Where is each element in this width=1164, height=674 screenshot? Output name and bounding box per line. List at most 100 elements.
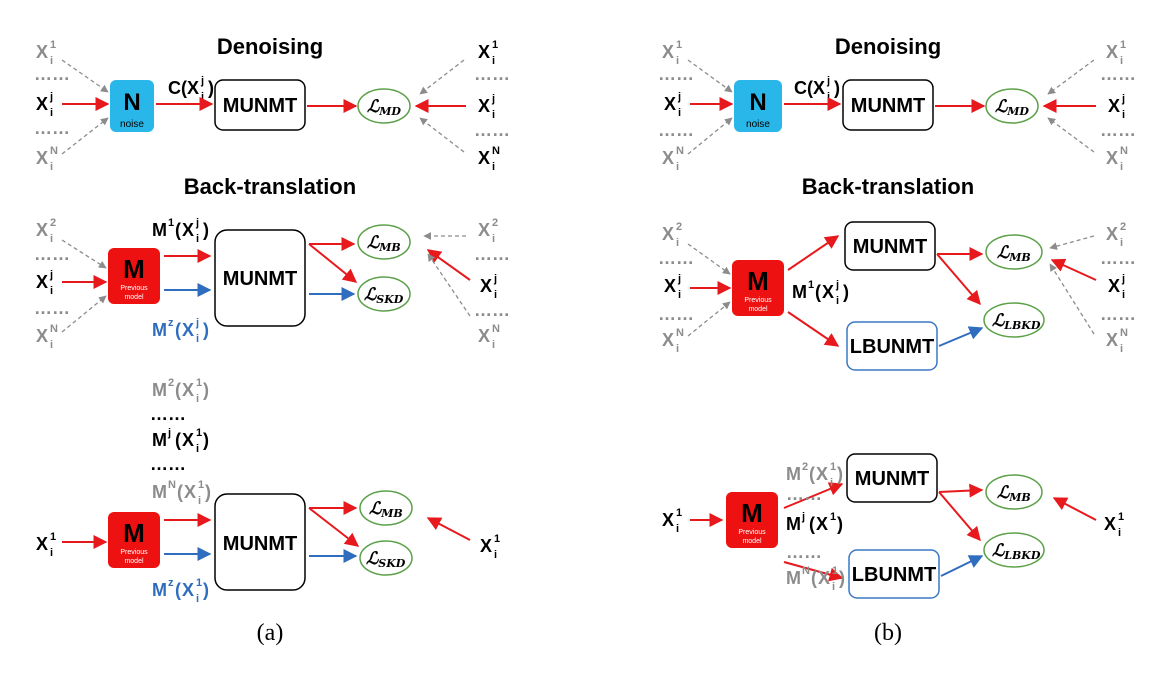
munmt-box-bt-a1: MUNMT <box>214 229 306 327</box>
dots: …… <box>474 64 510 84</box>
svg-text:i: i <box>492 233 495 245</box>
svg-text:C(: C( <box>794 78 813 98</box>
svg-text:MUNMT: MUNMT <box>853 236 927 258</box>
svg-text:(: ( <box>809 464 815 484</box>
model-output-m1-label-a: M 1 ( X j i ) <box>152 217 209 245</box>
denoise-target-x1-b: X 1 i <box>1106 39 1126 67</box>
denoise-target-xn-a: X N i <box>478 145 500 173</box>
arrow-red <box>787 235 840 271</box>
svg-text:1: 1 <box>494 533 500 545</box>
svg-text:X: X <box>1108 96 1120 116</box>
denoise-input-x1-a: X 1 i <box>36 39 56 67</box>
mz-x1-label-a: M z ( X 1 i ) <box>152 577 209 605</box>
svg-text:M: M <box>123 254 145 284</box>
svg-text:X: X <box>478 42 490 62</box>
dots: …… <box>1100 248 1136 268</box>
svg-text:i: i <box>492 339 495 351</box>
previous-model-box-a1: M Previous model <box>108 248 160 304</box>
mj-x1-label-b: M j ( X 1 ) <box>786 511 843 534</box>
svg-text:2: 2 <box>50 217 56 229</box>
svg-text:2: 2 <box>1120 221 1126 233</box>
svg-text:X: X <box>1108 276 1120 296</box>
svg-text:i: i <box>1122 289 1125 301</box>
bottom-input-x1-b: X 1 i <box>662 507 682 535</box>
svg-text:MUNMT: MUNMT <box>855 468 929 490</box>
svg-text:j: j <box>801 511 805 523</box>
back-translation-title-a: Back-translation <box>184 174 356 199</box>
svg-text:M: M <box>152 580 167 600</box>
svg-text:M: M <box>152 380 167 400</box>
arrow-gray <box>61 239 107 269</box>
svg-text:z: z <box>168 577 174 589</box>
panel-a: Denoising X 1 i …… X j i …… X N i N nois… <box>34 34 510 646</box>
mn-x1-label-b: M N ( X 1 i ) <box>786 565 845 593</box>
svg-text:N: N <box>1120 327 1128 339</box>
svg-text:(: ( <box>175 320 181 340</box>
svg-text:ℒSKD: ℒSKD <box>366 549 406 570</box>
arrow-red <box>308 507 360 547</box>
denoise-input-xj-a: X j i <box>36 91 53 119</box>
svg-text:X: X <box>182 320 194 340</box>
svg-text:i: i <box>196 593 199 605</box>
dots: …… <box>658 64 694 84</box>
svg-text:model: model <box>124 294 144 301</box>
m2-x1-label-a: M 2 ( X 1 i ) <box>152 377 209 405</box>
svg-text:1: 1 <box>492 39 498 51</box>
svg-text:ℒMD: ℒMD <box>367 97 401 118</box>
lbunmt-box-b2: LBUNMT <box>848 549 940 599</box>
svg-text:LBUNMT: LBUNMT <box>852 564 936 586</box>
svg-text:N: N <box>50 323 58 335</box>
svg-text:N: N <box>802 565 810 577</box>
denoise-target-xj-b: X j i <box>1108 93 1125 121</box>
arrow-red <box>783 482 844 509</box>
svg-text:i: i <box>492 109 495 121</box>
loss-lbkd-b1: ℒLBKD <box>983 302 1045 338</box>
svg-text:X: X <box>662 42 674 62</box>
svg-text:i: i <box>50 285 53 297</box>
bt-target-xj-a: X j i <box>480 273 497 301</box>
svg-text:M: M <box>792 282 807 302</box>
dots: …… <box>658 248 694 268</box>
svg-text:X: X <box>1104 514 1116 534</box>
arrow-gray <box>687 59 733 93</box>
svg-text:i: i <box>1120 237 1123 249</box>
noise-output-label-a: C( X j i ) <box>168 75 214 103</box>
dots: …… <box>1100 64 1136 84</box>
bt-input-xj-b: X j i <box>664 273 681 301</box>
svg-text:i: i <box>492 161 495 173</box>
arrow-gray <box>419 59 465 95</box>
dots: …… <box>34 118 70 138</box>
bt-input-xj-a: X j i <box>36 269 53 297</box>
svg-text:Previous: Previous <box>120 549 148 556</box>
svg-text:M: M <box>786 514 801 534</box>
dots: …… <box>474 300 510 320</box>
denoise-input-xj-b: X j i <box>664 91 681 119</box>
svg-text:1: 1 <box>196 427 202 439</box>
loss-skd-a2: ℒSKD <box>359 540 413 576</box>
svg-text:2: 2 <box>168 377 174 389</box>
svg-text:C(: C( <box>168 78 187 98</box>
svg-text:X: X <box>478 220 490 240</box>
svg-text:X: X <box>664 94 676 114</box>
svg-text:N: N <box>676 327 684 339</box>
svg-text:MUNMT: MUNMT <box>223 533 297 555</box>
svg-text:1: 1 <box>676 507 682 519</box>
svg-text:1: 1 <box>196 577 202 589</box>
loss-mb-b2: ℒMB <box>985 474 1043 510</box>
svg-text:ℒSKD: ℒSKD <box>364 285 404 306</box>
bottom-target-x1-a: X 1 i <box>480 533 500 561</box>
svg-text:j: j <box>195 217 199 229</box>
svg-text:1: 1 <box>832 565 838 577</box>
svg-text:): ) <box>837 464 843 484</box>
svg-text:i: i <box>198 495 201 507</box>
model-output-mz-label-a: M z ( X j i ) <box>152 317 209 345</box>
svg-text:X: X <box>818 568 830 588</box>
svg-text:noise: noise <box>746 119 770 130</box>
svg-text:): ) <box>843 282 849 302</box>
svg-text:M: M <box>152 482 167 502</box>
noise-output-label-b: C( X j i ) <box>794 75 840 103</box>
denoising-title-a: Denoising <box>217 34 323 59</box>
svg-text:X: X <box>480 536 492 556</box>
svg-text:N: N <box>123 89 140 116</box>
dots: …… <box>150 404 186 424</box>
